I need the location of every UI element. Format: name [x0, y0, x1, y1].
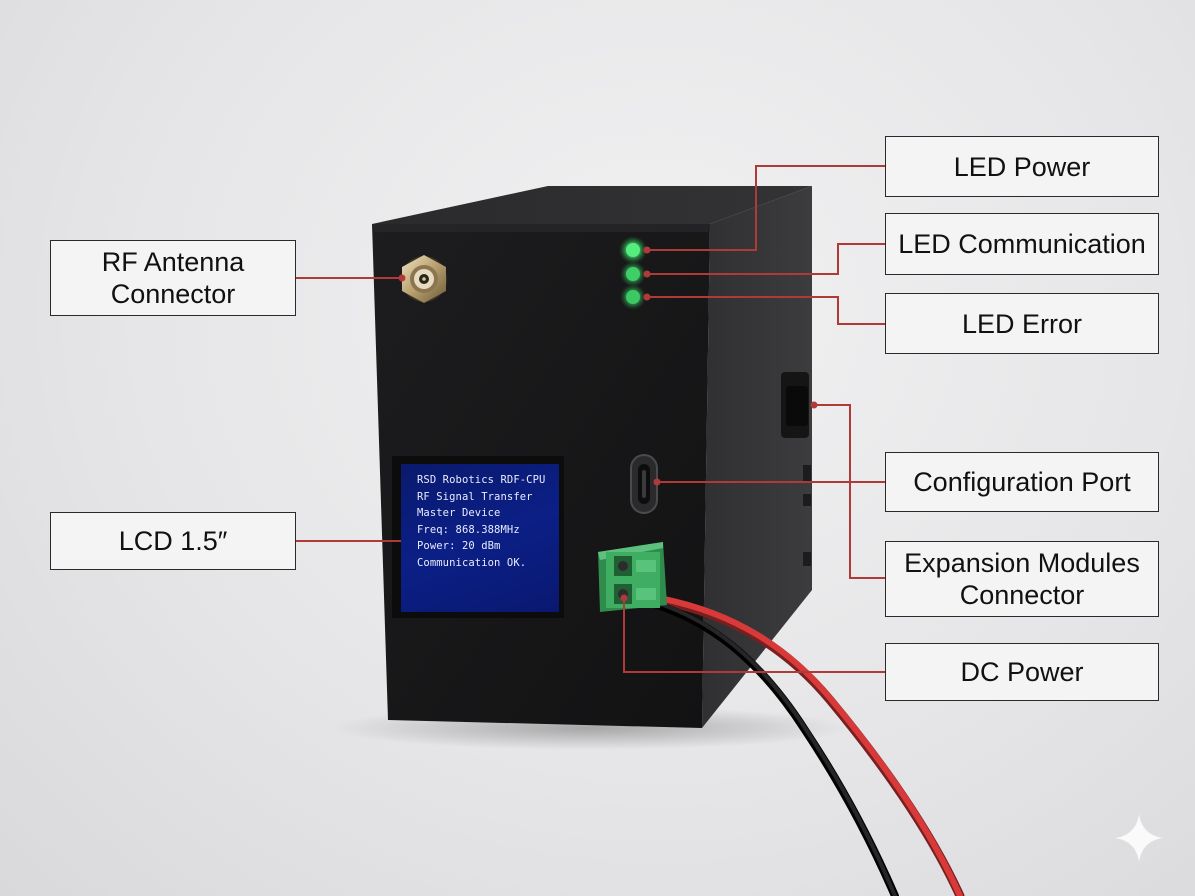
leader-lines [296, 165, 885, 673]
leader-led-error [647, 296, 885, 325]
usb-c-port-icon [630, 454, 658, 514]
callout-led-error: LED Error [885, 293, 1159, 354]
callout-expansion-modules-label: Expansion Modules Connector [904, 548, 1140, 610]
lcd-line: Master Device [417, 507, 501, 520]
callout-led-communication: LED Communication [885, 213, 1159, 275]
led-indicators [619, 236, 647, 310]
power-wires [643, 593, 965, 896]
lcd-line: Freq: 868.388MHz [417, 523, 520, 536]
leader-led-power [647, 165, 885, 251]
callout-configuration-port: Configuration Port [885, 452, 1159, 512]
leader-dc-power [623, 598, 885, 673]
sma-connector-icon [401, 255, 447, 303]
lcd-line: RF Signal Transfer [417, 490, 533, 503]
device-top-face [372, 186, 812, 224]
lcd-screen: RSD Robotics RDF-CPU RF Signal Transfer … [401, 464, 559, 612]
callout-dc-power-label: DC Power [960, 657, 1084, 687]
callout-led-power: LED Power [885, 136, 1159, 197]
callout-dc-power: DC Power [885, 643, 1159, 701]
callout-configuration-port-label: Configuration Port [913, 467, 1131, 497]
callout-rf-antenna-label: RF Antenna Connector [101, 247, 245, 309]
callout-expansion-modules: Expansion Modules Connector [885, 541, 1159, 617]
callout-lcd: LCD 1.5″ [50, 512, 296, 570]
callout-rf-antenna: RF Antenna Connector [50, 240, 296, 316]
callout-led-power-label: LED Power [953, 151, 1091, 182]
lcd-line: RSD Robotics RDF-CPU [417, 474, 546, 486]
device-side-face [702, 186, 812, 728]
callout-led-communication-label: LED Communication [898, 229, 1146, 259]
lcd-line: Communication OK. [417, 556, 527, 569]
callout-lcd-label: LCD 1.5″ [118, 526, 228, 556]
lcd-line: Power: 20 dBm [417, 540, 501, 553]
sparkle-icon [1115, 814, 1163, 862]
leader-expansion [812, 404, 885, 579]
callout-led-error-label: LED Error [961, 308, 1083, 339]
leader-led-communication [647, 243, 885, 275]
dc-terminal-block [598, 542, 667, 612]
